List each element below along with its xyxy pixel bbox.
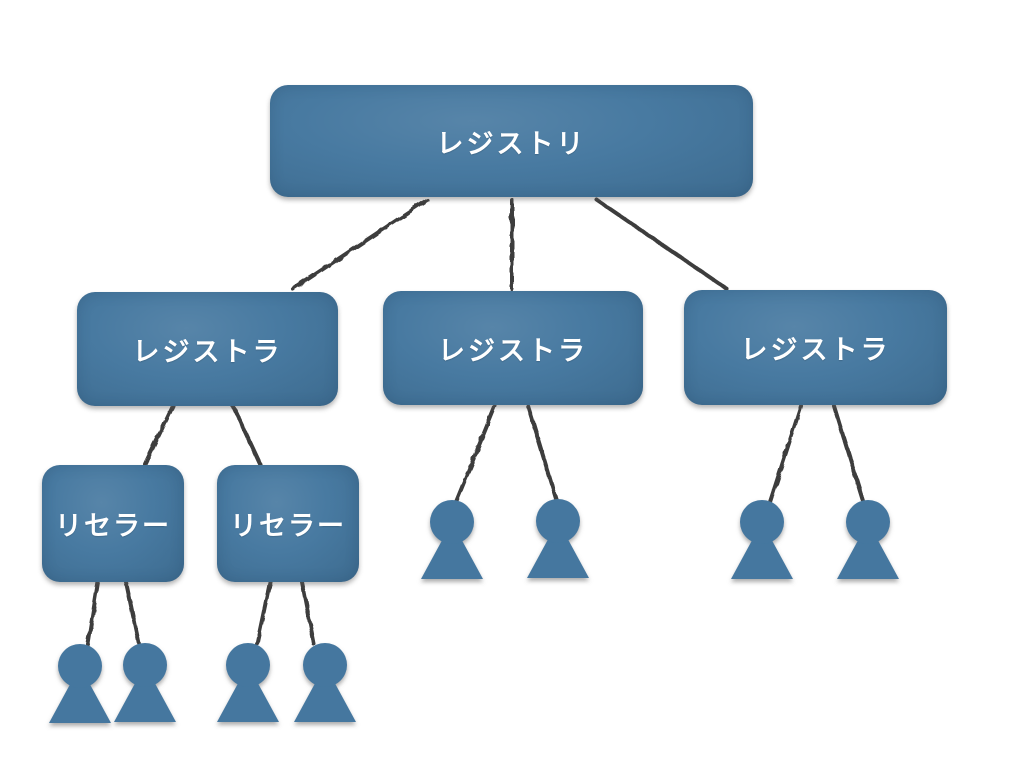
- connector-line: [526, 404, 559, 504]
- node-registrar-center: レジストラ: [383, 291, 643, 405]
- person-icons: [49, 499, 899, 723]
- person-icon: [837, 500, 899, 579]
- node-registry: レジストリ: [270, 85, 753, 197]
- connector-line: [86, 580, 100, 646]
- connector-line: [595, 198, 729, 291]
- node-registrar-right-label: レジストラ: [740, 335, 891, 365]
- node-reseller-right-label: リセラー: [230, 511, 346, 541]
- person-icon: [421, 500, 483, 579]
- node-registrar-left: レジストラ: [77, 292, 338, 406]
- person-icon: [294, 643, 356, 722]
- connector-line: [454, 404, 497, 504]
- node-registrar-center-label: レジストラ: [438, 335, 588, 366]
- connector-line: [768, 404, 803, 504]
- person-icon: [527, 499, 589, 578]
- connector-lines: [86, 198, 865, 646]
- person-icon: [217, 643, 279, 722]
- connector-line: [255, 580, 272, 646]
- connector-line: [300, 580, 316, 646]
- node-registry-label: レジストリ: [436, 128, 587, 159]
- person-icon: [114, 643, 176, 722]
- connector-line: [124, 580, 141, 646]
- node-registrar-left-label: レジストラ: [132, 336, 283, 367]
- person-icon: [49, 644, 111, 723]
- connector-line: [291, 198, 429, 291]
- node-reseller-right: リセラー: [217, 465, 359, 582]
- node-reseller-left: リセラー: [42, 465, 184, 582]
- connector-line: [832, 404, 865, 503]
- connector-line: [143, 404, 175, 466]
- node-reseller-left-label: リセラー: [55, 511, 171, 541]
- node-registrar-right: レジストラ: [684, 290, 947, 405]
- person-icon: [731, 500, 793, 579]
- connector-line: [231, 404, 262, 466]
